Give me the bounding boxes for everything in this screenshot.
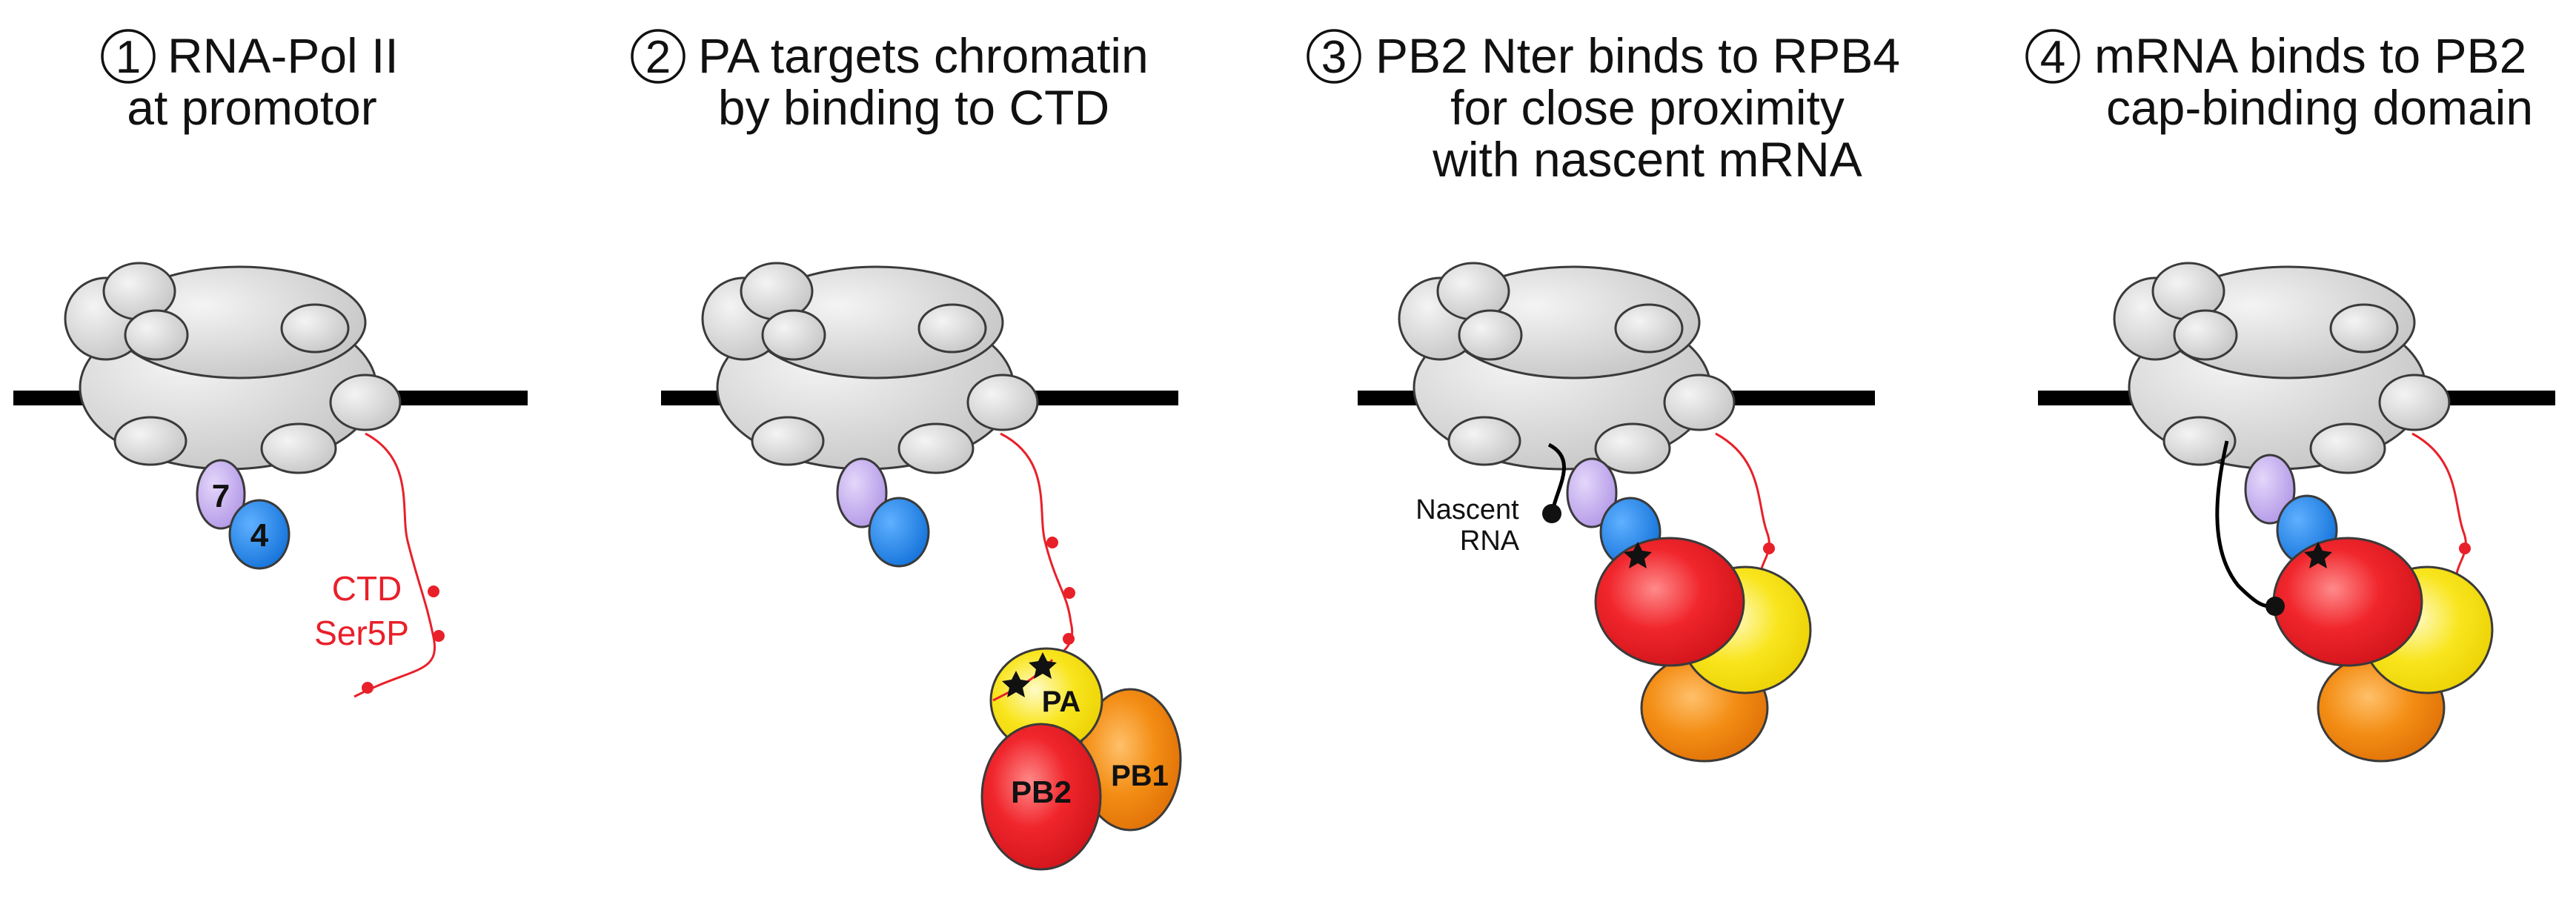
pa-label: PA (1042, 686, 1081, 718)
rna-polymerase-ii (64, 262, 402, 474)
title-line: mRNA binds to PB2 (2094, 28, 2526, 83)
nascent-rna-label: Nascent (1415, 494, 1519, 525)
rpb7-subunit (1566, 457, 1618, 528)
rna-polymerase-ii (701, 262, 1039, 474)
rna-polymerase-ii (1398, 262, 1736, 474)
panel-2-scene: PA PB2 PB1 (661, 262, 1182, 871)
ser5p-dot-icon (1063, 633, 1075, 645)
title-line: PA targets chromatin (698, 28, 1149, 83)
title-line: by binding to CTD (718, 80, 1109, 135)
phosphate-star-icon (1002, 671, 1030, 697)
panel-2-title: 2 PA targets chromatin by binding to CTD (631, 28, 1149, 135)
pb2-label: PB2 (1011, 774, 1072, 809)
rpb4-subunit (228, 499, 291, 570)
mrna-cap-dot-icon (2265, 597, 2285, 616)
pb1-label: PB1 (1111, 760, 1169, 792)
pb2-subunit (1594, 537, 1745, 667)
phosphate-star-icon (1624, 542, 1652, 568)
ctd-label: CTD (332, 569, 402, 608)
panel-4-title: 4 mRNA binds to PB2 cap-binding domain (2025, 28, 2533, 135)
rpb4-label: 4 (250, 517, 269, 554)
ser5p-dot-icon (433, 630, 445, 642)
step-number: 4 (2040, 32, 2065, 83)
title-line: RNA-Pol II (167, 28, 399, 83)
title-line: cap-binding domain (2106, 80, 2533, 135)
ser5p-dot-icon (428, 585, 439, 597)
rpb7-subunit (836, 457, 888, 528)
ser5p-dot-icon (1046, 537, 1058, 548)
panel-3-title: 3 PB2 Nter binds to RPB4 for close proxi… (1307, 28, 1900, 187)
ser5p-dot-icon (1063, 587, 1075, 599)
panel-4-scene (2038, 262, 2555, 763)
rpb4-subunit (868, 497, 930, 568)
pb2-subunit (980, 723, 1102, 871)
phosphate-star-icon (2304, 542, 2332, 568)
ser5p-dot-icon (2459, 543, 2471, 554)
rpb7-subunit (2244, 454, 2296, 525)
step-number-circle (101, 29, 156, 84)
mrna-cap-dot-icon (1542, 504, 1561, 523)
phosphate-star-icon (1029, 652, 1057, 679)
panel-1-title: 1 RNA-Pol II at promotor (101, 28, 399, 135)
nascent-rna-label: RNA (1460, 525, 1520, 557)
nascent-rna-strand (1547, 442, 1566, 512)
ctd-label: Ser5P (314, 614, 409, 652)
title-line: PB2 Nter binds to RPB4 (1375, 28, 1900, 83)
step-number-circle (1307, 29, 1361, 84)
ctd-tail (2411, 432, 2467, 586)
ser5p-dot-icon (362, 682, 374, 694)
ser5p-dot-icon (1763, 543, 1775, 554)
step-number-circle (631, 29, 686, 84)
rpb7-subunit (196, 459, 246, 530)
ctd-tail (353, 432, 436, 698)
title-line: for close proximity (1450, 80, 1845, 135)
mrna-strand (2215, 440, 2276, 608)
step-number: 2 (645, 32, 671, 83)
panel-1-scene: CTD Ser5P 7 4 (13, 262, 528, 698)
title-line: at promotor (127, 80, 376, 135)
step-number-circle (2025, 29, 2080, 84)
rna-polymerase-ii (2113, 262, 2451, 474)
rpb7-label: 7 (212, 478, 230, 514)
ctd-tail (1715, 432, 1770, 586)
step-number: 3 (1321, 32, 1347, 83)
step-number: 1 (116, 32, 141, 83)
panel-3-scene: Nascent RNA (1358, 262, 1875, 763)
pb2-subunit (2272, 537, 2423, 667)
title-line: with nascent mRNA (1432, 132, 1862, 187)
